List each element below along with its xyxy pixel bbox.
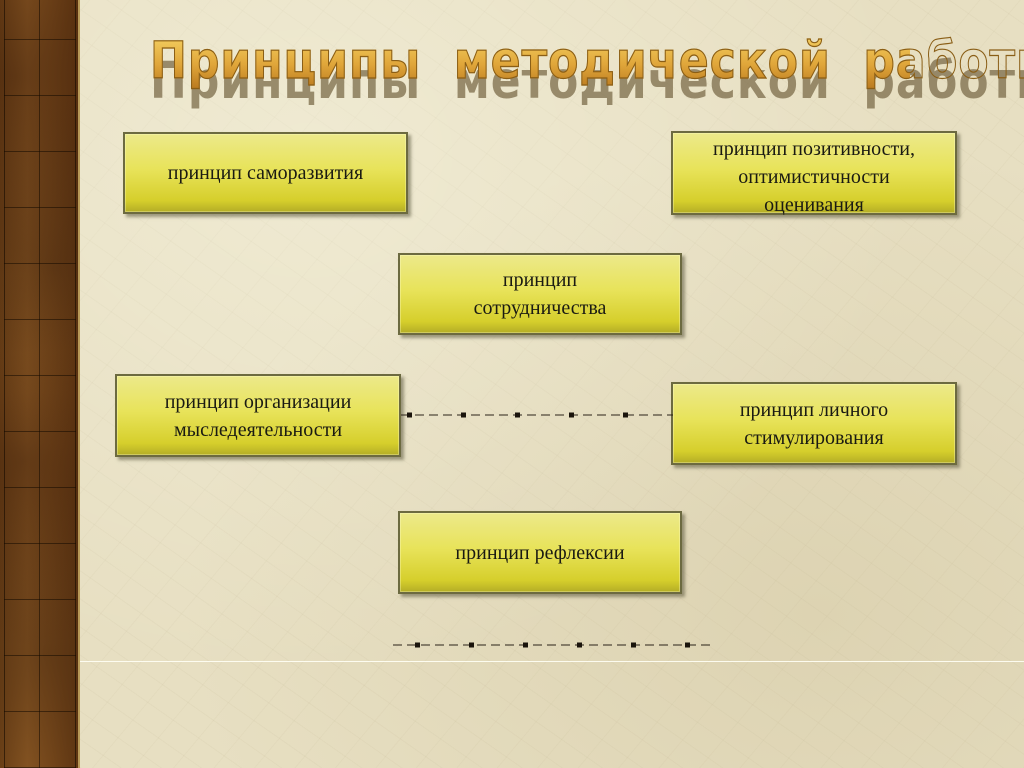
box-reflection: принцип рефлексии [398, 511, 682, 594]
slide-title-text: Принципы методической работы [150, 32, 1024, 92]
connector-node [407, 412, 412, 418]
decorative-strip-grid [4, 0, 76, 768]
connector-node [623, 412, 628, 418]
box-cooperation: принцип сотрудничества [398, 253, 682, 335]
connector-node [577, 642, 582, 648]
box-reflection-label: принцип рефлексии [455, 541, 625, 564]
box-self-development: принцип саморазвития [123, 132, 408, 214]
box-thinking-activity-label: принцип организации мыследеятельности [164, 390, 352, 441]
connector-node [469, 642, 474, 648]
connector-node [685, 642, 690, 648]
connector-node [415, 642, 420, 648]
connector-node [569, 412, 574, 418]
connector-node [515, 412, 520, 418]
dashed-connector-bottom [393, 642, 715, 648]
box-positivity-label: принцип позитивности, оптимистичности оц… [713, 138, 915, 216]
decorative-left-strip [0, 0, 80, 768]
box-cooperation-label: принцип сотрудничества [473, 269, 607, 319]
connector-node [523, 642, 528, 648]
box-self-development-label: принцип саморазвития [167, 162, 364, 184]
box-positivity: принцип позитивности, оптимистичности оц… [671, 131, 957, 216]
connector-node [461, 412, 466, 418]
slide-title: Принципы методической работы Принципы ме… [150, 30, 1024, 120]
connector-node [631, 642, 636, 648]
dashed-connector-middle [401, 412, 673, 418]
box-personal-stimulation: принцип личного стимулирования [671, 382, 957, 465]
horizontal-rule [80, 661, 1024, 662]
box-thinking-activity: принцип организации мыследеятельности [115, 374, 401, 457]
box-personal-stimulation-label: принцип личного стимулирования [739, 398, 889, 449]
